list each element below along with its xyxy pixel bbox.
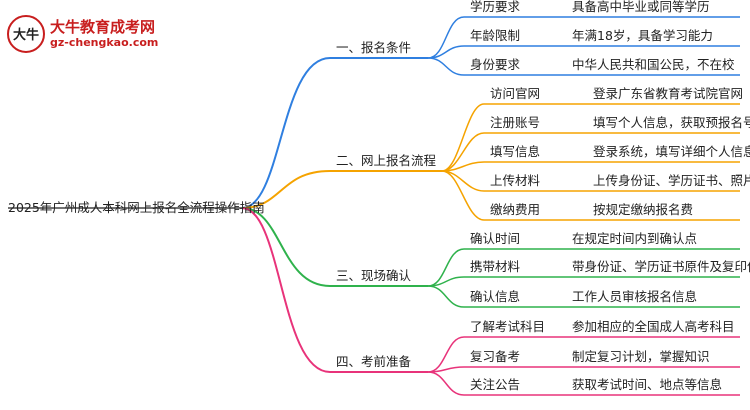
- item-value: 按规定缴纳报名费: [593, 202, 694, 217]
- item-value: 年满18岁，具备学习能力: [572, 28, 713, 43]
- site-logo[interactable]: 大牛 大牛教育成考网 gz-chengkao.com: [6, 14, 206, 54]
- connector-line: [441, 103, 485, 172]
- connector-line: [241, 57, 331, 209]
- branch-label: 三、现场确认: [336, 268, 412, 283]
- item-value: 制定复习计划，掌握知识: [572, 349, 710, 364]
- item-value: 登录系统，填写详细个人信息: [593, 144, 750, 159]
- item-value: 在规定时间内到确认点: [572, 231, 698, 246]
- branch-label: 二、网上报名流程: [336, 153, 437, 168]
- connector-line: [441, 132, 485, 172]
- connector-line: [427, 336, 465, 373]
- item-key: 学历要求: [470, 0, 521, 14]
- item-value: 上传身份证、学历证书、照片: [593, 173, 750, 188]
- item-value: 参加相应的全国成人高考科目: [572, 319, 735, 334]
- item-key: 上传材料: [490, 173, 541, 188]
- connector-line: [241, 170, 331, 209]
- item-value: 中华人民共和国公民，不在校: [572, 57, 735, 72]
- connector-line: [241, 207, 331, 287]
- logo-url: gz-chengkao.com: [50, 36, 159, 49]
- item-key: 复习备考: [470, 349, 521, 364]
- item-key: 填写信息: [490, 144, 541, 159]
- item-value: 登录广东省教育考试院官网: [593, 86, 744, 101]
- branch-label: 四、考前准备: [336, 354, 412, 369]
- connector-line: [427, 371, 465, 396]
- item-value: 填写个人信息，获取预报名号: [593, 115, 750, 130]
- item-key: 确认时间: [470, 231, 521, 246]
- item-key: 注册账号: [490, 115, 541, 130]
- logo-title: 大牛教育成考网: [50, 18, 156, 36]
- item-key: 身份要求: [470, 57, 521, 72]
- item-key: 确认信息: [470, 289, 521, 304]
- branch-label: 一、报名条件: [336, 40, 412, 55]
- connector-line: [427, 366, 465, 373]
- item-value: 工作人员审核报名信息: [572, 289, 698, 304]
- connector-line: [427, 248, 465, 287]
- item-key: 携带材料: [470, 259, 521, 274]
- item-value: 获取考试时间、地点等信息: [572, 377, 723, 392]
- item-value: 带身份证、学历证书原件及复印件: [572, 259, 750, 274]
- root-topic: 2025年广州成人本科网上报名全流程操作指南: [8, 200, 265, 215]
- connector-line: [241, 207, 331, 373]
- connector-line: [427, 57, 465, 76]
- item-key: 缴纳费用: [490, 202, 541, 217]
- connector-line: [427, 16, 465, 59]
- logo-mark-icon: 大牛: [7, 15, 45, 53]
- connector-line: [427, 285, 465, 308]
- connector-line: [441, 170, 485, 221]
- item-value: 具备高中毕业或同等学历: [572, 0, 710, 14]
- logo-mark-text: 大牛: [13, 27, 39, 43]
- item-key: 了解考试科目: [470, 319, 546, 334]
- item-key: 访问官网: [490, 86, 541, 101]
- item-key: 关注公告: [470, 377, 521, 392]
- item-key: 年龄限制: [470, 28, 521, 43]
